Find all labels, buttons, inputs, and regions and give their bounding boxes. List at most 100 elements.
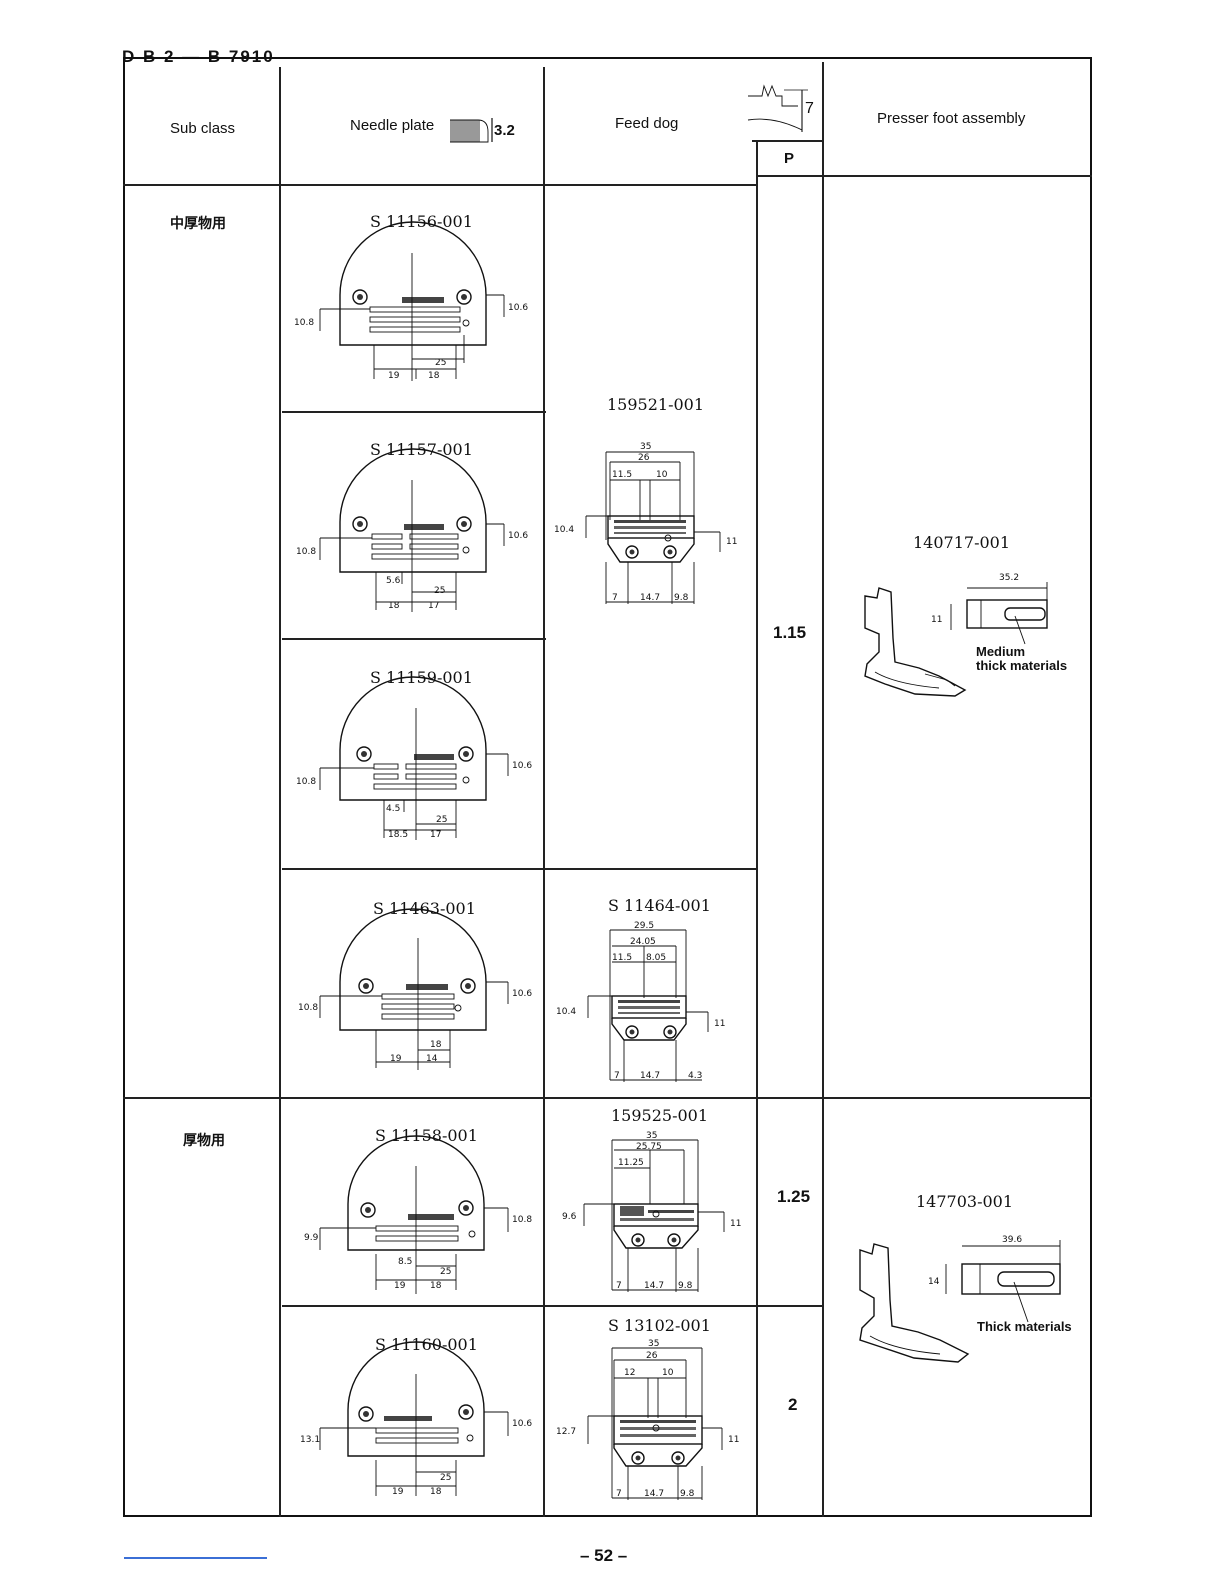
dim-label: 25 bbox=[434, 586, 445, 596]
col-divider bbox=[822, 62, 824, 1517]
row-divider bbox=[282, 638, 546, 640]
feed-dog-part-number: 159521-001 bbox=[607, 395, 705, 414]
dim-label: 19 bbox=[392, 1487, 404, 1497]
needle-plate-drawing: 9.9 10.8 8.5 25 19 18 bbox=[304, 1135, 532, 1294]
feed-dog-profile-icon bbox=[747, 84, 808, 132]
dim-label: 18.5 bbox=[388, 830, 408, 840]
feed-dog-drawing: 35 26 11.5 10 10.4 11 7 14.7 9.8 bbox=[554, 442, 737, 604]
dim-label: 17 bbox=[428, 601, 439, 611]
dim-label: 10.6 bbox=[508, 303, 528, 313]
dim-label: 7 bbox=[612, 593, 618, 603]
caption-line: Medium bbox=[976, 644, 1026, 659]
dim-label: 7 bbox=[616, 1281, 622, 1291]
dim-label: 4.3 bbox=[688, 1071, 702, 1081]
dim-label: 10.6 bbox=[508, 531, 528, 541]
page-number: – 52 – bbox=[580, 1546, 628, 1565]
header-presser-foot: Presser foot assembly bbox=[877, 110, 1026, 127]
dim-label: 10.4 bbox=[556, 1007, 576, 1017]
presser-foot-part-number: 147703-001 bbox=[916, 1192, 1014, 1211]
dim-label: 8.5 bbox=[398, 1257, 412, 1267]
dim-label: 18 bbox=[388, 601, 400, 611]
dim-label: 9.9 bbox=[304, 1233, 319, 1243]
needle-plate-part-number: S 11160-001 bbox=[375, 1335, 478, 1354]
dim-label: 24.05 bbox=[630, 937, 656, 947]
dim-label: 10.6 bbox=[512, 761, 532, 771]
dim-label: 11 bbox=[730, 1219, 741, 1229]
dim-label: 26 bbox=[638, 453, 650, 463]
presser-foot-drawing: 39.6 14 bbox=[859, 1235, 1061, 1363]
feed-dog-part-number: S 13102-001 bbox=[608, 1316, 711, 1335]
dim-label: 9.8 bbox=[674, 593, 689, 603]
sub-class-heavy: 厚物用 bbox=[183, 1133, 225, 1149]
dim-label: 10.6 bbox=[512, 1419, 532, 1429]
needle-plate-drawing: 13.1 10.6 25 19 18 bbox=[300, 1341, 532, 1497]
dim-label: 26 bbox=[646, 1351, 658, 1361]
header-divider bbox=[123, 184, 756, 186]
dim-label: 13.1 bbox=[300, 1435, 320, 1445]
presser-foot-caption: Thick materials bbox=[977, 1320, 1072, 1334]
dim-label: 7 bbox=[616, 1489, 622, 1499]
dim-label: 17 bbox=[430, 830, 441, 840]
dim-label: 11 bbox=[726, 537, 737, 547]
dim-label: 25 bbox=[440, 1267, 451, 1277]
p-value: 1.15 bbox=[773, 623, 807, 642]
dim-label: 11.5 bbox=[612, 953, 632, 963]
dim-label: 14 bbox=[426, 1054, 438, 1064]
dim-label: 18 bbox=[430, 1281, 442, 1291]
header-sub-class: Sub class bbox=[170, 120, 236, 137]
presser-foot-drawing: 35.2 11 bbox=[864, 573, 1048, 697]
group-divider bbox=[123, 1097, 1092, 1099]
dim-label: 39.6 bbox=[1002, 1235, 1022, 1245]
dim-label: 10.8 bbox=[298, 1003, 318, 1013]
dim-label: 35 bbox=[640, 442, 651, 452]
needle-plate-drawing: 10.8 10.6 5.6 25 18 17 bbox=[296, 448, 528, 612]
dim-label: 11.25 bbox=[618, 1158, 644, 1168]
dim-label: 9.8 bbox=[678, 1281, 693, 1291]
sub-class-medium: 中厚物用 bbox=[170, 216, 226, 232]
presser-foot-part-number: 140717-001 bbox=[913, 533, 1011, 552]
row-divider bbox=[282, 868, 756, 870]
table-frame bbox=[123, 57, 1092, 1517]
needle-plate-drawing: 10.8 10.6 18 19 14 bbox=[298, 908, 532, 1070]
dim-label: 11 bbox=[728, 1435, 739, 1445]
needle-plate-thickness: 3.2 bbox=[494, 122, 515, 139]
dim-label: 12.7 bbox=[556, 1427, 576, 1437]
dim-label: 10 bbox=[662, 1368, 674, 1378]
needle-plate-part-number: S 11156-001 bbox=[370, 212, 473, 231]
dim-label: 10.8 bbox=[294, 318, 314, 328]
dim-label: 5.6 bbox=[386, 576, 401, 586]
p-value: 2 bbox=[788, 1395, 798, 1414]
dim-label: 14.7 bbox=[640, 1071, 660, 1081]
dim-label: 11 bbox=[931, 615, 942, 625]
feed-dog-part-number: 159525-001 bbox=[611, 1106, 709, 1125]
col-divider bbox=[543, 67, 545, 1517]
caption-line: Thick materials bbox=[977, 1319, 1072, 1334]
p-value: 1.25 bbox=[777, 1187, 811, 1206]
dim-label: 25 bbox=[436, 815, 447, 825]
dim-label: 9.8 bbox=[680, 1489, 695, 1499]
dim-label: 14.7 bbox=[640, 593, 660, 603]
dim-label: 25 bbox=[435, 358, 446, 368]
header-needle-plate: Needle plate bbox=[350, 117, 435, 134]
dim-label: 10.8 bbox=[512, 1215, 532, 1225]
presser-foot-caption: Medium thick materials bbox=[976, 645, 1067, 673]
dim-label: 8.05 bbox=[646, 953, 666, 963]
dim-label: 10.8 bbox=[296, 547, 316, 557]
needle-plate-part-number: S 11158-001 bbox=[375, 1126, 478, 1145]
feed-dog-drawing: 35 26 12 10 12.7 11 7 14.7 9.8 bbox=[556, 1339, 739, 1500]
model-number: D B 2 — B 7910 bbox=[122, 47, 275, 66]
dim-label: 14.7 bbox=[644, 1489, 664, 1499]
header-divider bbox=[756, 175, 1092, 177]
dim-label: 11 bbox=[714, 1019, 725, 1029]
col-divider bbox=[279, 67, 281, 1517]
dim-label: 10.4 bbox=[554, 525, 574, 535]
dim-label: 11.5 bbox=[612, 470, 632, 480]
p-header-top bbox=[752, 140, 822, 142]
col-divider bbox=[756, 140, 758, 1517]
dim-label: 35.2 bbox=[999, 573, 1019, 583]
needle-plate-profile-icon bbox=[450, 118, 493, 143]
dim-label: 10.6 bbox=[512, 989, 532, 999]
header-p: P bbox=[784, 150, 795, 167]
dim-label: 35 bbox=[648, 1339, 659, 1349]
dim-label: 25.75 bbox=[636, 1142, 662, 1152]
